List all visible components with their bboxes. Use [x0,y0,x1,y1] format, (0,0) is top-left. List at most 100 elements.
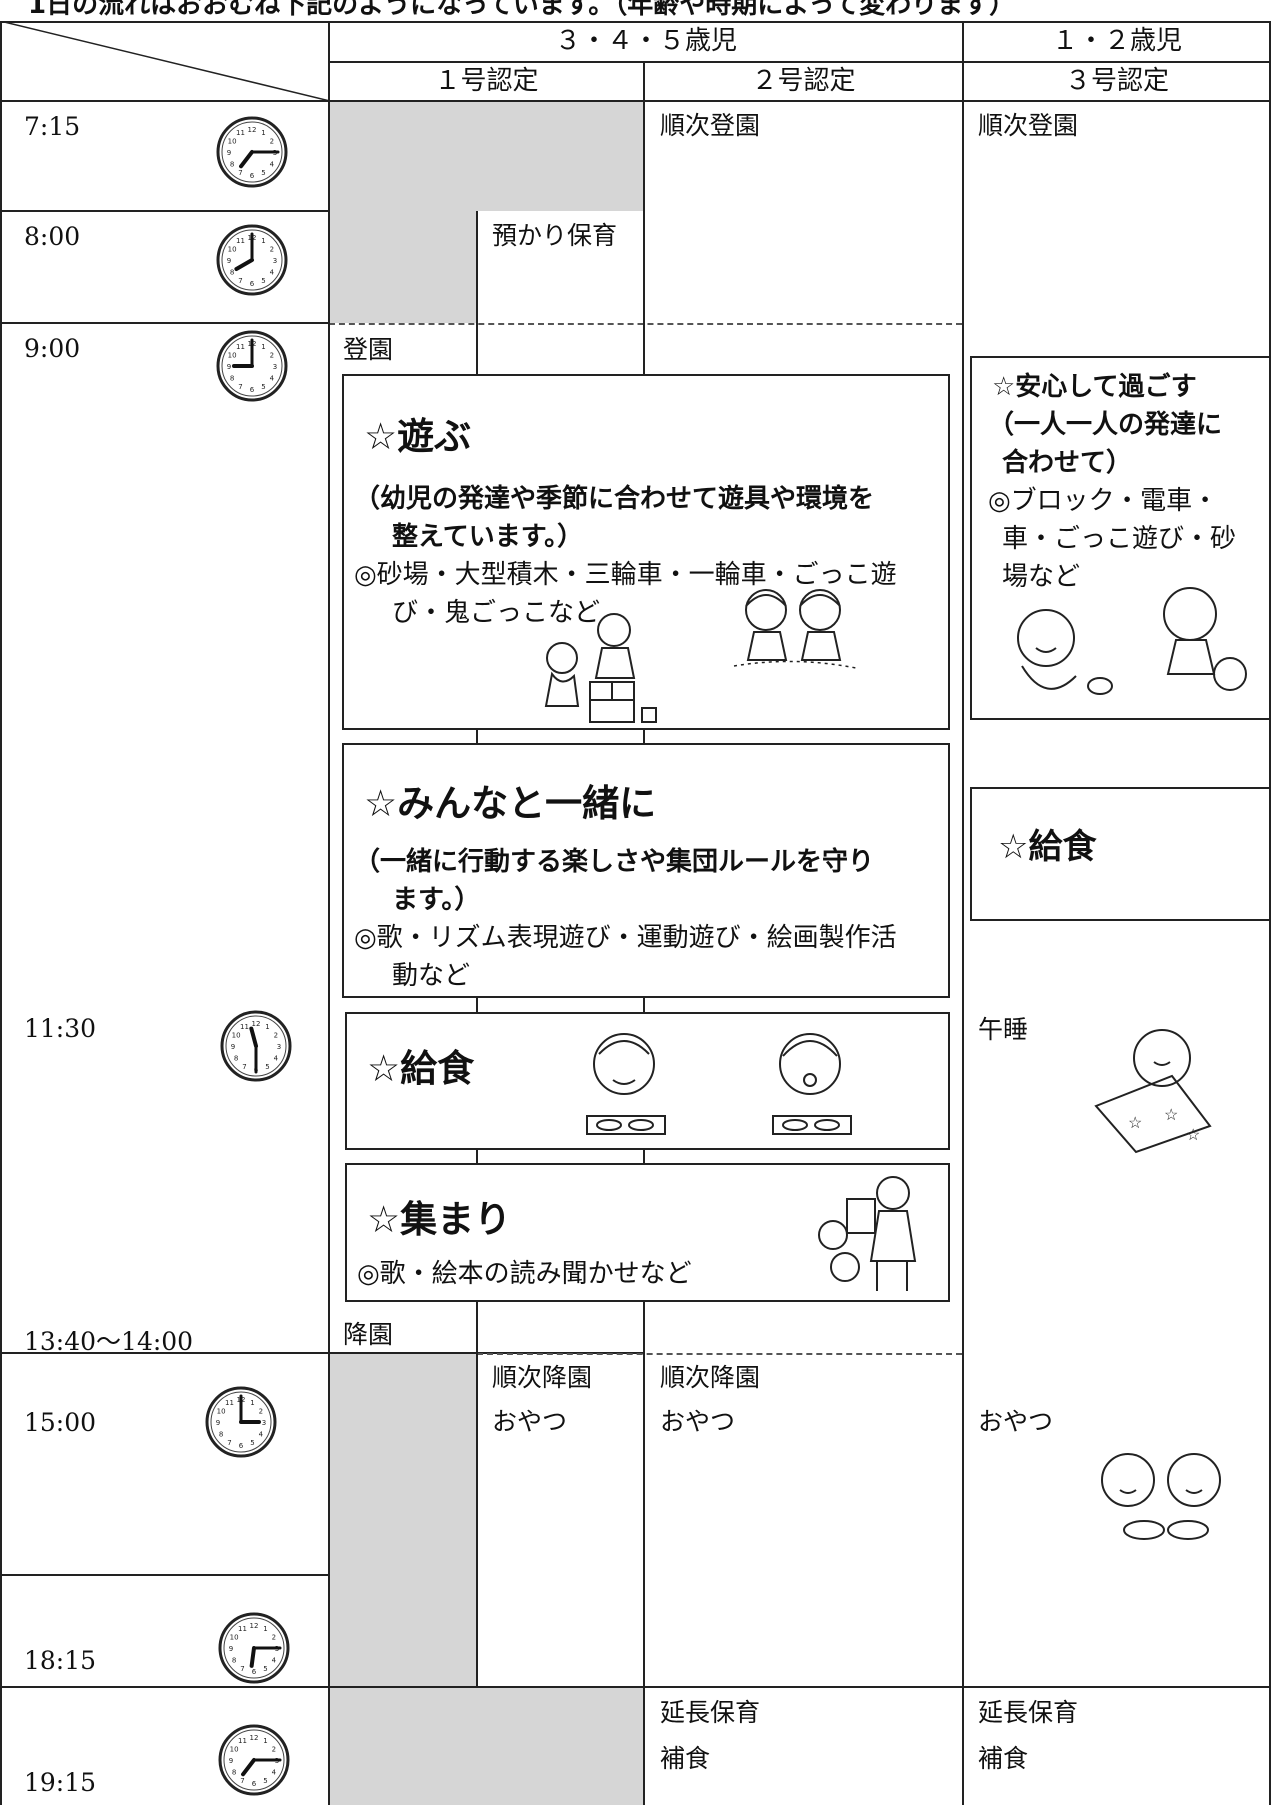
child-eating-illustration [772,1033,852,1135]
svg-text:2: 2 [272,1746,276,1754]
svg-text:4: 4 [274,1055,279,1063]
cert2-extended-care: 延長保育 [660,1698,761,1727]
svg-text:3: 3 [277,1043,281,1051]
svg-text:11: 11 [236,237,245,245]
svg-text:5: 5 [263,1777,267,1785]
svg-text:2: 2 [270,138,274,146]
lunch-box-12: ☆給食 [970,787,1271,921]
cert2-arrival: 順次登園 [660,111,761,140]
svg-text:11: 11 [238,1737,247,1745]
svg-text:5: 5 [250,1439,254,1447]
together-title: ☆みんなと一緒に [364,782,657,825]
toddlers-snack-illustration [1101,1453,1221,1540]
svg-text:2: 2 [274,1032,278,1040]
svg-text:10: 10 [230,1746,239,1754]
svg-text:12: 12 [248,126,257,134]
cert3-arrival: 順次登園 [978,111,1079,140]
secure-box: ☆安心して過ごす （一人一人の発達に 合わせて） ◎ブロック・電車・ 車・ごっこ… [970,356,1271,720]
svg-text:2: 2 [259,1408,263,1416]
together-desc-line1: （一緒に行動する楽しさや集団ルールを守り [354,847,875,877]
svg-text:4: 4 [270,269,275,277]
svg-text:5: 5 [261,277,265,285]
together-desc-line2: ます。） [392,885,481,915]
cert1-departure: 降園 [343,1320,394,1349]
svg-text:11: 11 [236,129,245,137]
play-desc-line1: （幼児の発達や季節に合わせて遊具や環境を [354,484,875,514]
cert2-light-meal: 補食 [660,1744,711,1773]
play-desc-line2: 整えています。） [392,522,584,552]
temporary-care-label: 預かり保育 [492,221,618,250]
svg-text:6: 6 [250,280,255,288]
time-1340: 13:40～14:00 [24,1327,194,1356]
svg-text:8: 8 [232,1657,236,1665]
svg-text:10: 10 [217,1408,226,1416]
header-age-12: １・２歳児 [1051,26,1182,56]
svg-text:8: 8 [230,161,234,169]
svg-text:8: 8 [232,1769,236,1777]
svg-text:1: 1 [261,237,265,245]
header-cert-1: １号認定 [434,66,539,96]
svg-text:6: 6 [252,1668,257,1676]
svg-text:10: 10 [228,138,237,146]
svg-text:10: 10 [228,246,237,254]
svg-text:9: 9 [227,149,231,157]
svg-text:☆: ☆ [1128,1113,1142,1132]
svg-text:10: 10 [228,352,237,360]
header-cert-3: ３号認定 [1064,66,1169,96]
svg-text:11: 11 [240,1023,249,1031]
svg-text:9: 9 [227,363,231,371]
svg-text:☆: ☆ [1164,1105,1178,1124]
svg-text:7: 7 [227,1439,231,1447]
temp-departure: 順次降園 [492,1363,593,1392]
svg-text:1: 1 [250,1399,254,1407]
play-box: ☆遊ぶ （幼児の発達や季節に合わせて遊具や環境を 整えています。） ◎砂場・大型… [342,374,950,730]
svg-text:8: 8 [234,1055,238,1063]
svg-text:9: 9 [227,257,231,265]
svg-text:2: 2 [270,246,274,254]
svg-text:6: 6 [250,172,255,180]
secure-examples-line1: ◎ブロック・電車・ [988,486,1219,516]
header-cert-2: ２号認定 [751,66,856,96]
svg-text:2: 2 [272,1634,276,1642]
svg-text:8: 8 [230,269,234,277]
time-1130: 11:30 [24,1014,97,1043]
svg-text:3: 3 [273,257,277,265]
svg-text:2: 2 [270,352,274,360]
cert3-snack: おやつ [978,1407,1054,1436]
svg-text:7: 7 [238,277,242,285]
together-examples-line2: 動など [392,961,471,991]
svg-text:7: 7 [238,383,242,391]
svg-text:11: 11 [236,343,245,351]
svg-text:7: 7 [240,1665,244,1673]
time-1915: 19:15 [24,1768,97,1797]
svg-text:8: 8 [230,375,234,383]
svg-text:5: 5 [261,383,265,391]
play-examples-line1: ◎砂場・大型積木・三輪車・一輪車・ごっこ遊 [354,560,897,590]
cert2-departure: 順次降園 [660,1363,761,1392]
temp-snack: おやつ [492,1407,568,1436]
svg-text:6: 6 [239,1442,244,1450]
svg-text:5: 5 [261,169,265,177]
children-blocks-illustration [544,613,657,723]
teacher-reading-illustration [818,1176,917,1291]
svg-text:3: 3 [273,363,277,371]
svg-text:7: 7 [242,1063,246,1071]
svg-text:12: 12 [250,1622,259,1630]
time-0800: 8:00 [24,222,81,251]
header-age-345: ３・４・５歳児 [554,26,737,56]
svg-text:3: 3 [262,1419,266,1427]
gray-area-cert1-afternoon [329,1353,477,1805]
svg-text:4: 4 [270,375,275,383]
svg-text:4: 4 [259,1431,264,1439]
svg-text:4: 4 [270,161,275,169]
cert3-light-meal: 補食 [978,1744,1029,1773]
time-0900: 9:00 [24,334,81,363]
svg-text:12: 12 [250,1734,259,1742]
children-sandbox-illustration [733,589,857,669]
